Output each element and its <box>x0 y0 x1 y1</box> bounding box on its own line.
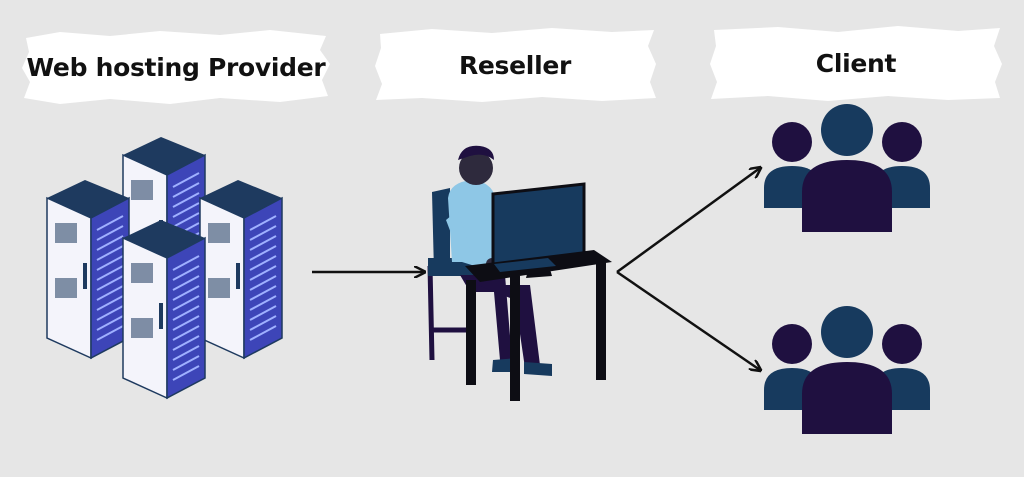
person-at-computer-icon <box>427 145 612 401</box>
brush-stroke-provider <box>22 30 330 104</box>
reseller-label-band: Reseller <box>372 26 658 104</box>
provider-label-band: Web hosting Provider <box>20 28 332 106</box>
user-group-icon <box>764 104 930 232</box>
user-group-icon <box>764 306 930 434</box>
brush-stroke-reseller <box>375 28 656 102</box>
client-label-band: Client <box>708 24 1004 102</box>
server-rack-icon <box>46 136 283 399</box>
client-label: Client <box>815 48 897 78</box>
brush-stroke-client <box>710 26 1002 101</box>
arrow-reseller-to-client-top <box>616 168 760 274</box>
provider-label: Web hosting Provider <box>26 52 326 82</box>
reseller-label: Reseller <box>458 50 572 80</box>
arrow-reseller-to-client-bottom <box>616 270 760 370</box>
